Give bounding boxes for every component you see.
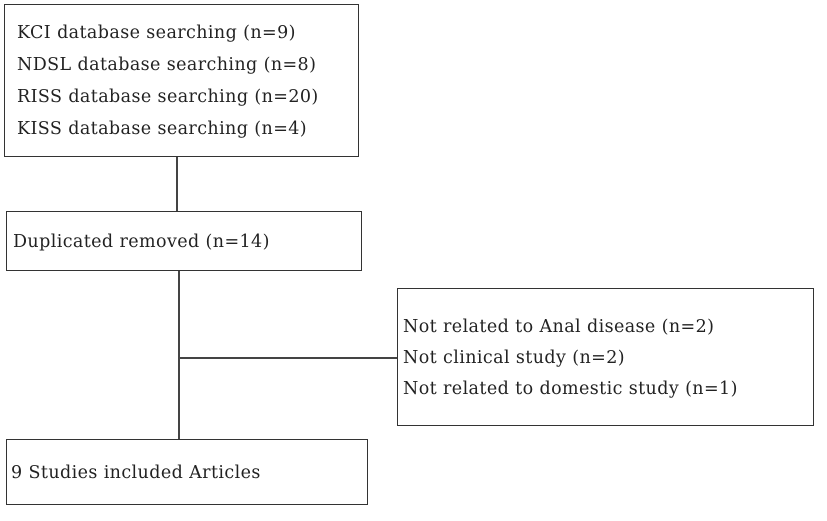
search-sources-box: KCI database searching (n=9) NDSL databa… bbox=[4, 4, 359, 157]
connector-search-to-duplicates bbox=[176, 156, 178, 211]
search-line-kiss: KISS database searching (n=4) bbox=[17, 119, 308, 139]
included-text: 9 Studies included Articles bbox=[11, 463, 261, 483]
exclusion-reasons-box: Not related to Anal disease (n=2) Not cl… bbox=[397, 288, 814, 426]
search-line-ndsl: NDSL database searching (n=8) bbox=[17, 55, 317, 75]
exclusion-line-clinical-study: Not clinical study (n=2) bbox=[403, 348, 625, 368]
exclusion-line-domestic-study: Not related to domestic study (n=1) bbox=[403, 379, 738, 399]
search-line-kci: KCI database searching (n=9) bbox=[17, 23, 296, 43]
exclusion-line-anal-disease: Not related to Anal disease (n=2) bbox=[403, 317, 715, 337]
connector-duplicates-to-included bbox=[178, 270, 180, 440]
search-line-riss: RISS database searching (n=20) bbox=[17, 87, 319, 107]
included-studies-box: 9 Studies included Articles bbox=[6, 439, 368, 505]
connector-to-exclusion bbox=[178, 357, 398, 359]
duplicates-text: Duplicated removed (n=14) bbox=[13, 232, 270, 252]
duplicates-removed-box: Duplicated removed (n=14) bbox=[6, 211, 362, 271]
